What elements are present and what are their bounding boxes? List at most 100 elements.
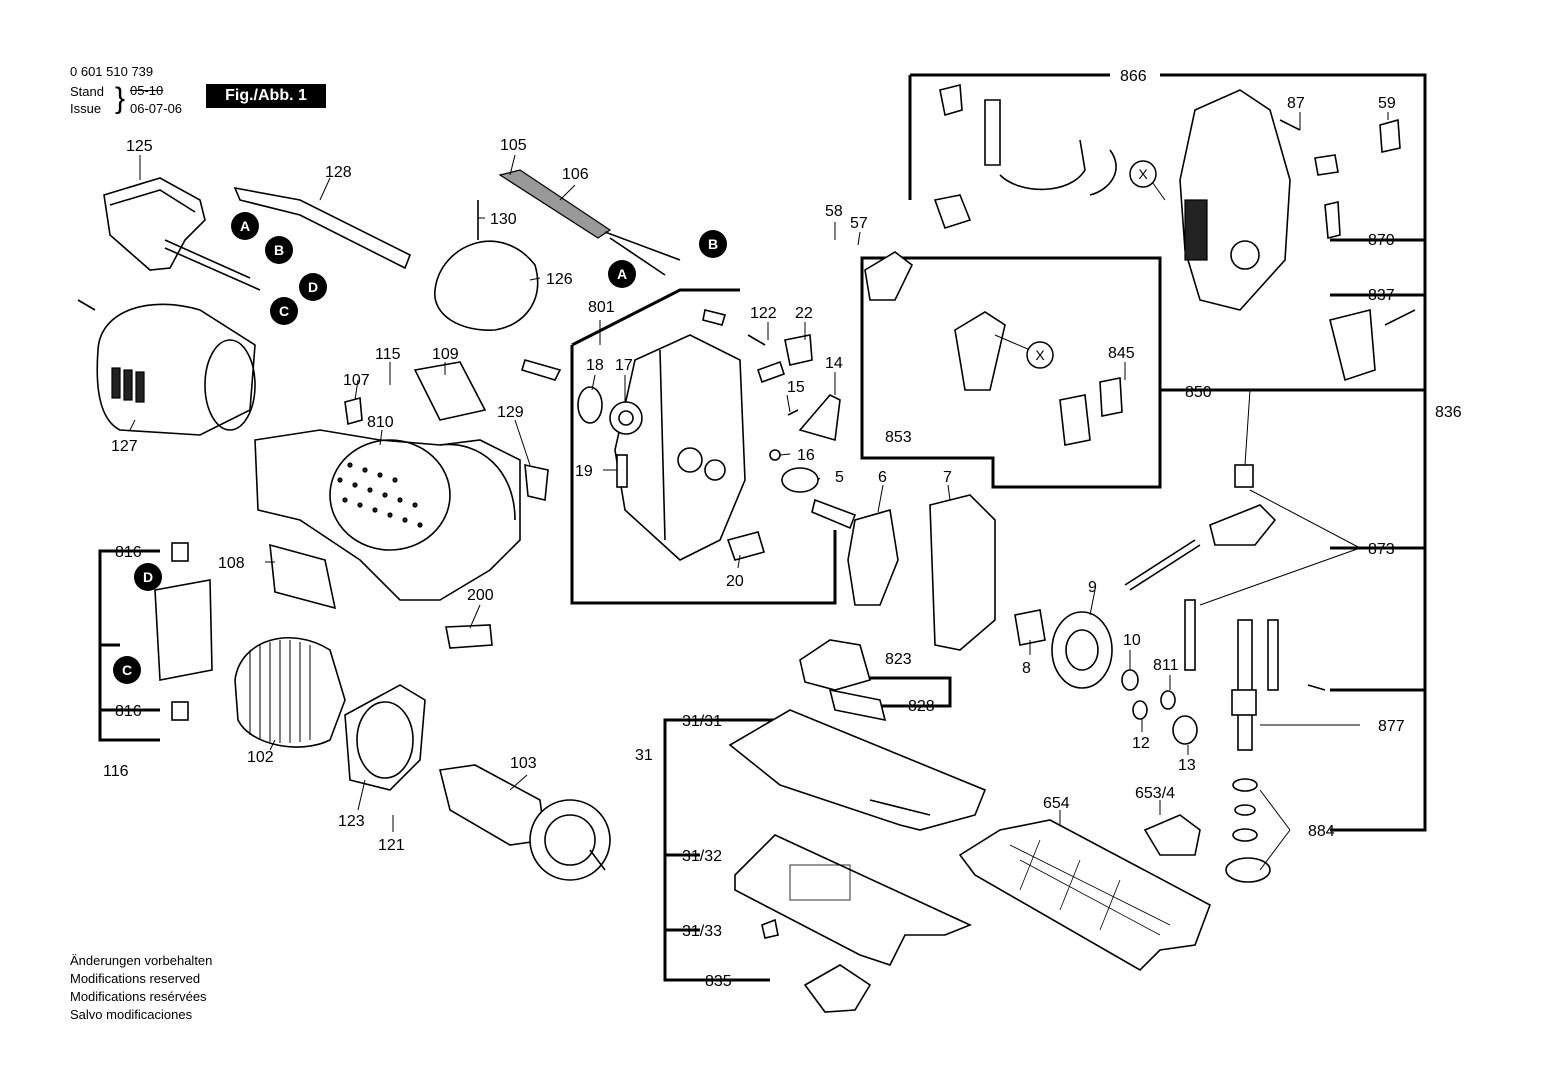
callout-31-33: 31/33 <box>682 923 722 940</box>
svg-text:B: B <box>274 242 284 258</box>
footer-line-fr: Modifications resérvées <box>70 989 207 1004</box>
group-frame-850 <box>860 256 1162 489</box>
marker-c-2: C <box>113 656 141 684</box>
marker-d-2: D <box>134 563 162 591</box>
callout-129: 129 <box>497 404 524 421</box>
callout-17: 17 <box>615 357 633 374</box>
stand-value: 05-10 <box>130 83 164 98</box>
housing-plate-part-7 <box>929 494 996 651</box>
issue-label: Issue <box>70 101 102 116</box>
screw-icon <box>747 334 766 346</box>
label-part-108 <box>269 543 337 610</box>
pin-part <box>756 360 786 384</box>
callout-125: 125 <box>126 138 153 155</box>
clamp-part-835 <box>803 964 872 1013</box>
marker-b-2: B <box>699 230 727 258</box>
callout-128: 128 <box>325 164 352 181</box>
plate-part-6 <box>847 508 899 606</box>
callout-835: 835 <box>705 973 732 990</box>
roller-part-22 <box>784 334 813 366</box>
callout-108: 108 <box>218 555 245 572</box>
callout-115: 115 <box>375 346 401 363</box>
callout-654: 654 <box>1043 795 1070 812</box>
holder-part-845 <box>1059 394 1091 446</box>
callout-31: 31 <box>635 747 653 764</box>
marker-a-2: A <box>608 260 636 288</box>
callout-836: 836 <box>1435 404 1462 421</box>
clip-part-129 <box>524 463 549 501</box>
footplate-part-3132 <box>734 834 973 966</box>
callout-106: 106 <box>562 166 589 183</box>
roller-part-13 <box>1172 715 1198 745</box>
svg-text:D: D <box>308 279 318 295</box>
callout-122: 122 <box>750 305 777 322</box>
footer-line-es: Salvo modificaciones <box>70 1007 193 1022</box>
washer-part-12 <box>1132 700 1148 720</box>
callout-15: 15 <box>787 379 805 396</box>
callout-109: 109 <box>432 346 459 363</box>
svg-text:A: A <box>240 218 250 234</box>
callout-14: 14 <box>825 355 843 372</box>
clip-part <box>1314 154 1339 176</box>
armature-part-103 <box>439 764 611 881</box>
clip-part-59 <box>1379 118 1401 153</box>
slider-part-20 <box>726 531 766 561</box>
part-number: 0 601 510 739 <box>70 64 154 79</box>
callout-labels: 125 128 105 106 130 126 127 115 109 107 … <box>103 68 1462 990</box>
pin-part <box>521 359 562 381</box>
callout-13: 13 <box>1178 757 1196 774</box>
callout-845: 845 <box>1108 345 1135 362</box>
group-frame-823 <box>870 676 952 708</box>
callout-105: 105 <box>500 137 527 154</box>
marker-c-1: C <box>270 297 298 325</box>
washer-part-811 <box>1160 690 1176 710</box>
callout-19: 19 <box>575 463 593 480</box>
svg-text:B: B <box>708 236 718 252</box>
washer-part-5 <box>781 467 819 493</box>
callout-121: 121 <box>378 837 405 854</box>
group-frame-836 <box>1160 73 1427 832</box>
footer-line-de: Änderungen vorbehalten <box>70 953 213 968</box>
group-frame-31 <box>663 718 780 982</box>
guide-part-837 <box>1329 308 1376 382</box>
callout-31-32: 31/32 <box>682 848 722 865</box>
callout-87: 87 <box>1287 95 1305 112</box>
callout-828: 828 <box>908 698 935 715</box>
guard-part-654 <box>958 819 1211 971</box>
lever-part-128 <box>233 186 412 270</box>
leader-lines <box>129 112 1389 871</box>
seal-part-884 <box>1225 778 1271 883</box>
callout-18: 18 <box>586 357 604 374</box>
cap-part-126 <box>434 240 539 331</box>
marker-b-1: B <box>265 236 293 264</box>
issue-value: 06-07-06 <box>130 101 183 116</box>
callout-127: 127 <box>111 438 138 455</box>
marker-x-1: X <box>1129 160 1157 188</box>
clip-part-16 <box>769 449 781 461</box>
callout-57: 57 <box>850 215 868 232</box>
screw-icon <box>1307 684 1326 691</box>
plunger-rod-part-877 <box>1231 619 1257 751</box>
callout-811: 811 <box>1153 657 1179 674</box>
brush-holder-part <box>154 542 213 721</box>
bearing-part-8 <box>1014 609 1046 646</box>
callout-837: 837 <box>1368 287 1395 304</box>
callout-870: 870 <box>1368 232 1395 249</box>
callout-6: 6 <box>878 469 887 486</box>
callout-816-bottom: 816 <box>115 703 142 720</box>
pin-part <box>702 309 727 326</box>
callout-16: 16 <box>797 447 815 464</box>
washer-part-10 <box>1121 669 1139 691</box>
callout-866: 866 <box>1120 68 1147 85</box>
svg-text:X: X <box>1138 166 1148 182</box>
screw-part-3133 <box>761 918 779 939</box>
callout-31-31: 31/31 <box>682 713 722 730</box>
stand-label: Stand <box>70 84 104 99</box>
callout-116: 116 <box>103 763 129 780</box>
marker-d-1: D <box>299 273 327 301</box>
callout-884: 884 <box>1308 823 1335 840</box>
callout-123: 123 <box>338 813 365 830</box>
gear-housing-part-801 <box>614 334 746 561</box>
clip-part-107 <box>344 396 363 426</box>
